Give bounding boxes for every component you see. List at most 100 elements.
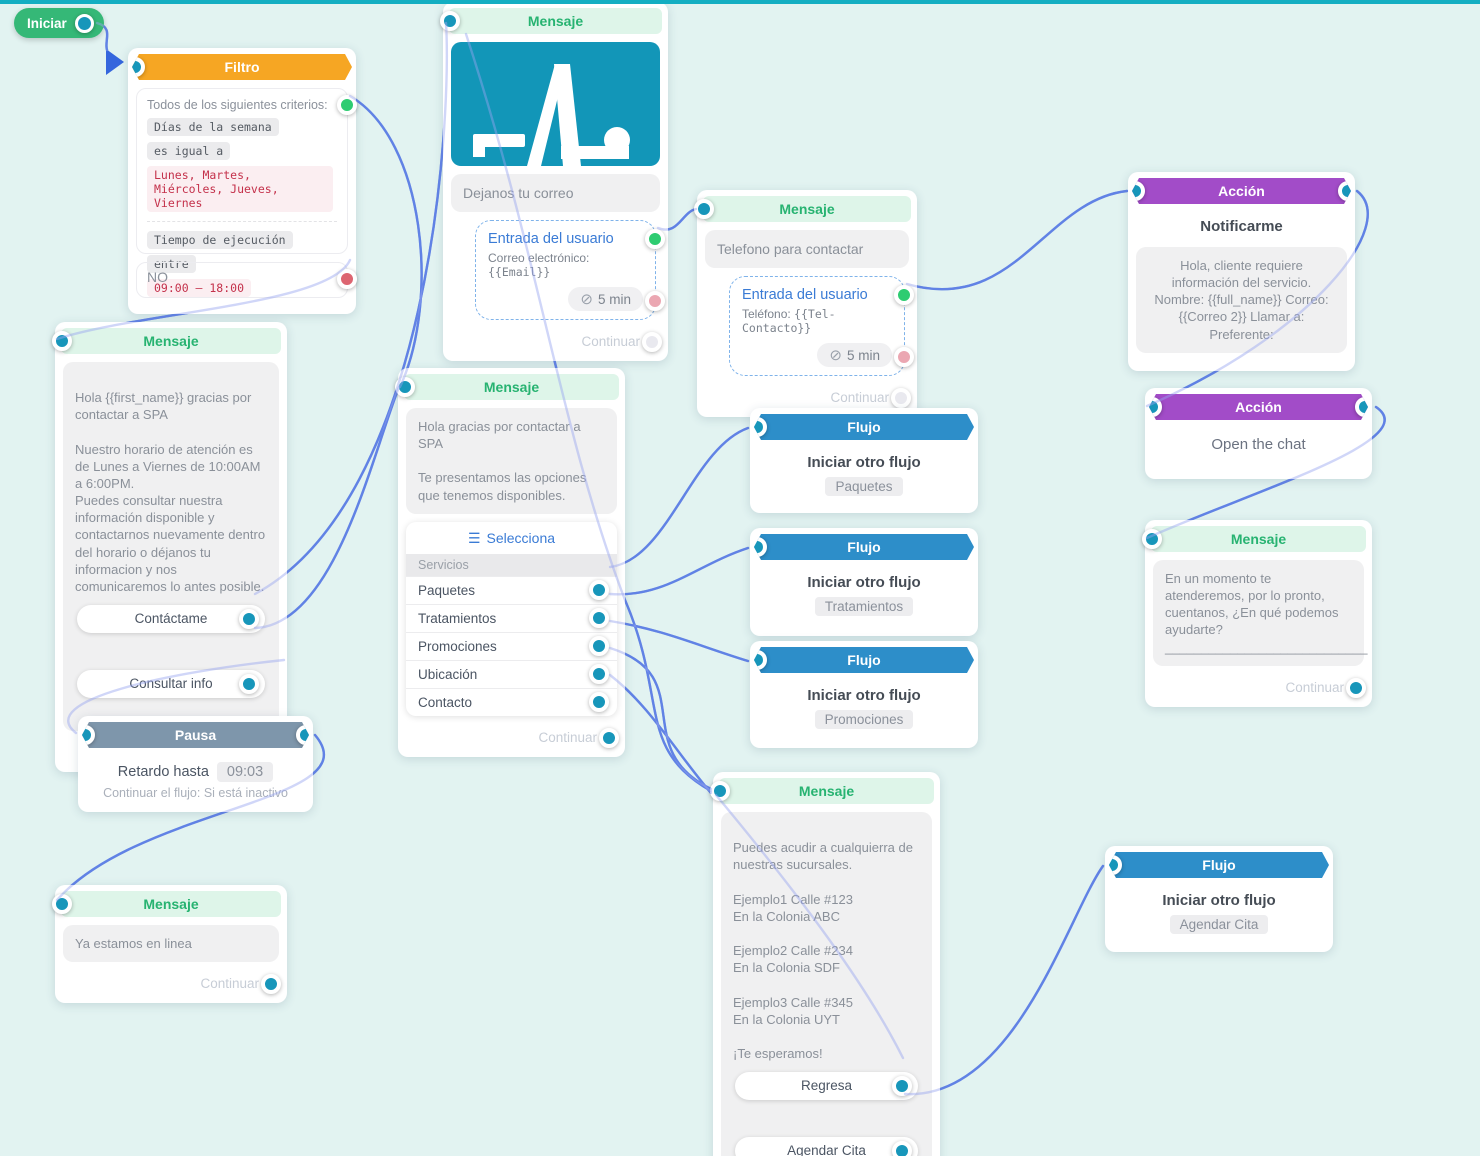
node-mensaje-menu[interactable]: Mensaje Hola gracias por contactar a SPA…: [395, 368, 625, 757]
connection-tratamientos[interactable]: [608, 546, 750, 596]
quick-reply-contactame[interactable]: Contáctame: [77, 605, 265, 634]
consultar-info-port[interactable]: [239, 674, 259, 695]
quick-reply-consultar-info[interactable]: Consultar info: [77, 670, 265, 699]
agendar-cita-port[interactable]: [892, 1141, 912, 1156]
criteria-divider: [147, 221, 337, 222]
input-success-port[interactable]: [645, 229, 665, 250]
tratamientos-port[interactable]: [589, 607, 609, 628]
notificar-in-port[interactable]: [1125, 181, 1145, 201]
node-flujo-tratamientos[interactable]: Flujo Iniciar otro flujo Tratamientos: [750, 528, 978, 636]
connection-ubicacion[interactable]: [608, 646, 713, 791]
continuar-port[interactable]: [599, 727, 619, 748]
paquetes-port[interactable]: [589, 579, 609, 600]
node-mensaje-enlinea[interactable]: Mensaje Ya estamos en linea Continuar: [52, 885, 287, 1004]
continuar-port[interactable]: [891, 388, 911, 409]
bienvenida-in-port[interactable]: [52, 331, 72, 351]
menu-in-port[interactable]: [395, 377, 415, 397]
list-menu: ☰ Selecciona Servicios Paquetes Tratamie…: [406, 521, 617, 716]
continuar-port[interactable]: [642, 332, 662, 353]
criteria-field: Días de la semana: [147, 118, 279, 136]
message-text: Hola {{first_name}} gracias por contacta…: [75, 390, 266, 594]
node-flujo-agendar[interactable]: Flujo Iniciar otro flujo Agendar Cita: [1105, 846, 1333, 952]
input-label: Teléfono:: [742, 307, 791, 322]
node-mensaje-telefono[interactable]: Mensaje Telefono para contactar Entrada …: [694, 190, 917, 418]
pausa-in-port[interactable]: [75, 725, 95, 745]
input-timeout-port[interactable]: [894, 347, 914, 368]
quick-reply-regresa[interactable]: Regresa: [735, 1072, 918, 1101]
continuar-row: Continuar: [1145, 674, 1372, 707]
enlinea-in-port[interactable]: [52, 894, 72, 914]
arrowhead: [106, 49, 124, 75]
node-accion-chat[interactable]: Acción Open the chat: [1145, 388, 1372, 479]
message-text: Hola gracias por contactar a SPA Te pres…: [406, 408, 617, 514]
filtro-else-row: NO: [136, 262, 357, 298]
continuar-row: Continuar: [398, 724, 625, 757]
connection-promociones[interactable]: [608, 619, 750, 663]
criteria-value-2: 09:00 — 18:00: [147, 279, 252, 297]
node-filtro[interactable]: Filtro Todos de los siguientes criterios…: [125, 48, 357, 314]
connection-paquetes[interactable]: [608, 426, 750, 569]
chat-in-port[interactable]: [1142, 397, 1162, 417]
regresa-port[interactable]: [892, 1076, 912, 1097]
contactame-port[interactable]: [239, 609, 259, 630]
timeout-pill: ⊘ 5 min: [817, 343, 892, 368]
start-button[interactable]: Iniciar: [14, 8, 104, 38]
filtro-yes-port[interactable]: [337, 95, 357, 115]
momento-in-port[interactable]: [1142, 529, 1162, 549]
message-image: [451, 42, 660, 166]
ubicacion-port[interactable]: [589, 663, 609, 684]
menu-item-ubicacion[interactable]: Ubicación: [406, 659, 617, 688]
start-out-port[interactable]: [74, 13, 94, 33]
menu-item-contacto[interactable]: Contacto: [406, 687, 617, 716]
continuar-port[interactable]: [261, 974, 281, 995]
message-body: Hola {{first_name}} gracias por contacta…: [63, 362, 279, 732]
pausa-label: Retardo hasta: [117, 764, 209, 780]
flujo-agendar-in-port[interactable]: [1102, 855, 1122, 875]
continuar-row: Continuar: [443, 328, 668, 361]
node-mensaje-correo[interactable]: Mensaje Dejanos tu correo Entrada del us…: [440, 2, 668, 362]
node-flujo-promociones[interactable]: Flujo Iniciar otro flujo Promociones: [750, 641, 978, 748]
continuar-port[interactable]: [1346, 677, 1366, 698]
node-mensaje-bienvenida[interactable]: Mensaje Hola {{first_name}} gracias por …: [52, 322, 287, 773]
menu-item-tratamientos[interactable]: Tratamientos: [406, 603, 617, 632]
node-mensaje-momento[interactable]: Mensaje En un momento te atenderemos, po…: [1142, 520, 1372, 707]
connection-filtro-yes[interactable]: [348, 94, 423, 389]
user-input-card[interactable]: Entrada del usuario Correo electrónico: …: [475, 220, 665, 321]
menu-item-paquetes[interactable]: Paquetes: [406, 575, 617, 604]
message-text: Dejanos tu correo: [451, 174, 660, 213]
accion-text: Open the chat: [1211, 436, 1306, 453]
connection-telefono-input[interactable]: [905, 189, 1129, 291]
flujo-promociones-in-port[interactable]: [747, 650, 767, 670]
quick-reply-agendar-cita[interactable]: Agendar Cita: [735, 1137, 918, 1156]
promociones-port[interactable]: [589, 635, 609, 656]
menu-item-promociones[interactable]: Promociones: [406, 631, 617, 660]
criteria-operator: es igual a: [147, 142, 231, 160]
accion-header: Acción: [1149, 394, 1368, 420]
flujo-target: Agendar Cita: [1169, 915, 1269, 934]
condition-label: Todos de los siguientes criterios:: [147, 98, 328, 112]
user-input-card[interactable]: Entrada del usuario Teléfono: {{Tel-Cont…: [729, 276, 914, 377]
menu-header[interactable]: ☰ Selecciona: [406, 522, 617, 554]
flujo-paquetes-in-port[interactable]: [747, 417, 767, 437]
spa-image-graphic: [473, 64, 630, 166]
node-mensaje-sucursales[interactable]: Mensaje Puedes acudir a cualquierra de n…: [710, 772, 940, 1156]
mensaje-header: Mensaje: [694, 196, 911, 222]
contacto-port[interactable]: [589, 691, 609, 712]
flujo-line: Iniciar otro flujo: [807, 687, 921, 704]
input-success-port[interactable]: [894, 285, 914, 306]
flujo-header: Flujo: [754, 414, 974, 440]
flujo-target: Promociones: [814, 710, 914, 729]
mensaje-telefono-in-port[interactable]: [694, 199, 714, 219]
flujo-tratamientos-in-port[interactable]: [747, 537, 767, 557]
sucursales-in-port[interactable]: [710, 781, 730, 801]
node-pausa[interactable]: Pausa Retardo hasta 09:03 Continuar el f…: [78, 716, 313, 812]
filtro-no-port[interactable]: [337, 269, 357, 289]
node-flujo-paquetes[interactable]: Flujo Iniciar otro flujo Paquetes: [750, 408, 978, 513]
connection-agendar-cita[interactable]: [903, 864, 1105, 1096]
input-timeout-port[interactable]: [645, 291, 665, 312]
filtro-in-port[interactable]: [125, 57, 145, 77]
node-accion-notificar[interactable]: Acción Notificarme Hola, cliente requier…: [1128, 172, 1355, 371]
mensaje-correo-in-port[interactable]: [440, 11, 460, 31]
criteria-value: Lunes, Martes, Miércoles, Jueves, Vierne…: [147, 166, 333, 212]
